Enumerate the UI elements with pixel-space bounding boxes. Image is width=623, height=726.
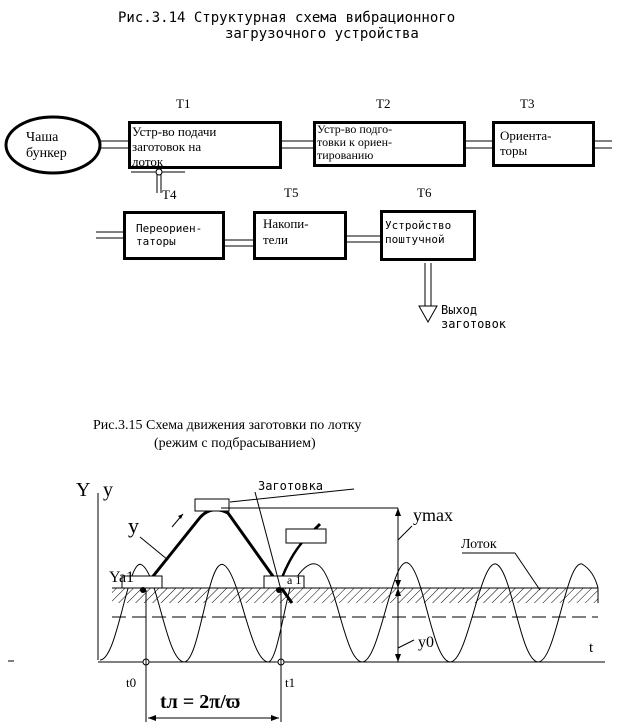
fig314-caption-line2: загрузочного устройства xyxy=(225,26,419,42)
block-t2-text: Устр-во подго- товки к ориен- тированию xyxy=(317,122,393,162)
bowl-ellipse xyxy=(4,115,102,175)
block-t6 xyxy=(380,210,476,261)
blank-right xyxy=(285,528,327,544)
sine-wave xyxy=(99,564,269,663)
track-hatch xyxy=(112,588,598,603)
block-t5 xyxy=(253,211,347,260)
block-t4-text: Переориен- таторы xyxy=(136,222,203,248)
a1-label: a 1 xyxy=(287,573,302,587)
label-t6: Т6 xyxy=(417,185,432,200)
zagotovka-label: Заготовка xyxy=(258,479,324,493)
tl-formula: tл = 2π/ϖ xyxy=(160,691,241,713)
block-t3 xyxy=(492,121,595,167)
y0-label: y0 xyxy=(418,634,434,651)
fig315-caption-line1: Рис.3.15 Схема движения заготовки по лот… xyxy=(93,418,362,433)
ymax-label-text: ymax xyxy=(413,505,453,525)
block-t5-text: Накопи- тели xyxy=(263,216,309,247)
blank-land xyxy=(263,575,305,589)
label-t5: Т5 xyxy=(284,185,299,200)
y-axis-label-Y: Y xyxy=(76,479,91,501)
block-t3-text: Ориента- торы xyxy=(500,128,552,158)
block-t1 xyxy=(128,121,282,169)
blank-top xyxy=(194,498,230,512)
curve-label-y: y xyxy=(128,513,139,538)
block-t6-text: Устройство поштучной xyxy=(385,219,452,246)
lotok-label: Лоток xyxy=(461,537,497,552)
block-t4 xyxy=(123,211,225,260)
block-t2 xyxy=(313,121,466,167)
output-label: Выход заготовок xyxy=(441,303,507,331)
label-t2: Т2 xyxy=(376,96,391,111)
y-axis-label-y: y xyxy=(103,479,113,501)
label-t1: Т1 xyxy=(176,96,191,111)
fig314-caption-line1: Рис.3.14 Структурная схема вибрационного xyxy=(118,10,456,26)
Ya1-label: Ya1 xyxy=(109,569,135,586)
ymax-label: ymax xyxy=(413,506,453,524)
label-t4: Т4 xyxy=(162,187,177,202)
t-label: t xyxy=(589,640,594,656)
t1-label: t1 xyxy=(285,675,296,690)
bowl-label: Чаша бункер xyxy=(26,130,67,161)
block-t1-text: Устр-во подачи заготовок на лоток xyxy=(132,124,217,169)
label-t3: Т3 xyxy=(520,96,535,111)
t0-label: t0 xyxy=(126,675,137,690)
fig315-caption-line2: (режим с подбрасыванием) xyxy=(154,436,316,451)
